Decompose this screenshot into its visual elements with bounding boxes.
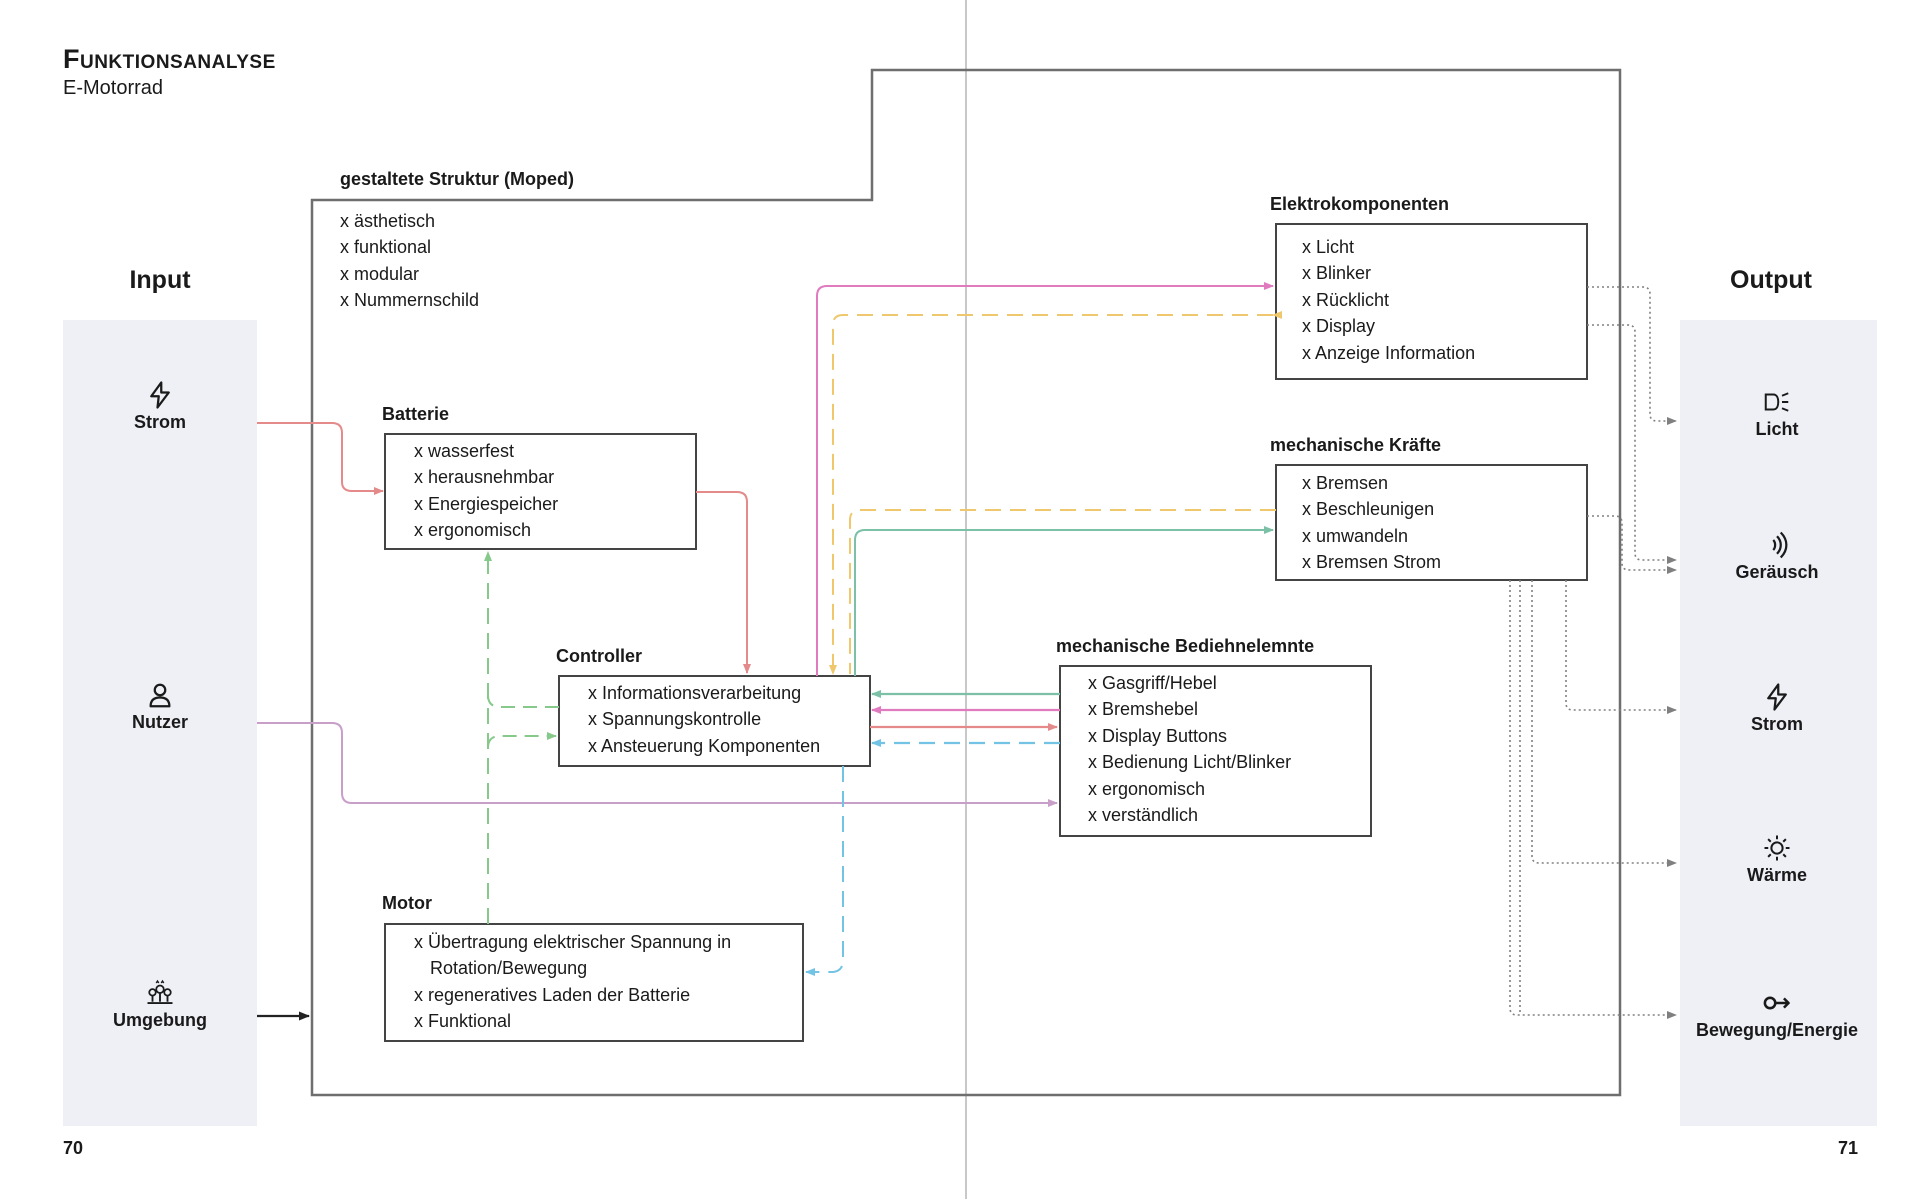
output-panel (1680, 320, 1877, 1126)
output-title: Output (1730, 266, 1812, 294)
flow-batterie-to-controller (696, 491, 751, 674)
output-node-label: Geräusch (1735, 562, 1819, 582)
structure-frame (310, 68, 1622, 1097)
sound-icon (1772, 531, 1788, 559)
input-node-strom: Strom (63, 380, 257, 433)
output-node-licht: Licht (1680, 387, 1874, 440)
kraefte-label: mechanische Kräfte (1270, 435, 1442, 455)
list-item: x Gasgriff/Hebel (1088, 673, 1217, 693)
elektro-box (1275, 223, 1588, 380)
list-item: x funktional (340, 237, 432, 258)
list-item: x Bremsen Strom (1302, 552, 1442, 573)
output-node-label: Bewegung/Energie (1695, 1020, 1859, 1040)
input-node-label: Umgebung (113, 1010, 207, 1030)
input-node-nutzer: Nutzer (63, 680, 257, 733)
page-number-right: 71 (1838, 1138, 1859, 1158)
list-item: x Licht (1302, 237, 1355, 257)
list-item: x Bedienung Licht/Blinker (1088, 752, 1292, 773)
list-item: x ergonomisch (1088, 778, 1206, 799)
lightning-icon (1767, 683, 1787, 711)
output-node-bewegung: Bewegung/Energie (1680, 988, 1874, 1041)
page-title: Funktionsanalyse (63, 44, 276, 74)
controller-box (558, 675, 871, 767)
structure-label: gestaltete Struktur (Moped) (340, 169, 575, 189)
structure-list: x ästhetisch x funktional x modular x Nu… (340, 208, 479, 314)
environment-icon (147, 979, 173, 1004)
flow-kraefte-to-waerme (1531, 580, 1677, 867)
list-item: x Bremshebel (1088, 699, 1199, 720)
list-item: x herausnehmbar (414, 467, 555, 488)
flow-elektro-to-controller (829, 311, 1282, 675)
list-item: x Ansteuerung Komponenten (588, 735, 821, 756)
flow-elektro-to-licht (1587, 286, 1677, 425)
input-title: Input (129, 266, 191, 294)
output-node-label: Strom (1750, 714, 1803, 734)
output-node-label: Wärme (1746, 865, 1808, 885)
list-item: x Display (1302, 316, 1376, 337)
batterie-label: Batterie (382, 404, 450, 424)
list-item: x regeneratives Laden der Batterie (414, 984, 691, 1005)
output-node-label: Licht (1755, 419, 1799, 439)
flow-motor-to-controller (487, 732, 557, 749)
list-item: x Energiespeicher (414, 493, 559, 514)
list-item: x Informationsverarbeitung (588, 683, 802, 703)
controller-list: x Informationsverarbeitung x Spannungsko… (588, 680, 820, 759)
flow-kraefte-to-geraeusch (1587, 515, 1677, 574)
list-item: x Spannungskontrolle (588, 709, 762, 730)
list-item: x modular (340, 263, 420, 284)
output-node-strom: Strom (1680, 682, 1874, 735)
output-node-geraeusch: Geräusch (1680, 530, 1874, 583)
output-node-waerme: Wärme (1680, 833, 1874, 886)
list-item: x Display Buttons (1088, 725, 1228, 746)
elektro-label: Elektrokomponenten (1270, 194, 1450, 214)
lightning-icon (150, 381, 170, 409)
bedien-label: mechanische Bediehnelemnte (1056, 636, 1315, 656)
input-node-umgebung: Umgebung (63, 978, 257, 1031)
bedien-list: x Gasgriff/Hebel x Bremshebel x Display … (1088, 670, 1291, 828)
flow-controller-to-motor (805, 766, 844, 976)
flow-kraefte-to-controller (849, 509, 1276, 674)
flow-controller-to-kraefte (854, 526, 1274, 676)
list-item: x Rücklicht (1302, 289, 1390, 310)
controller-label: Controller (556, 646, 643, 666)
input-node-label: Nutzer (131, 712, 188, 732)
sun-icon (1764, 835, 1790, 861)
motor-box (384, 923, 804, 1042)
user-icon (149, 683, 171, 708)
flow-controller-to-elektro (816, 282, 1274, 676)
flow-controller-to-batterie (487, 694, 559, 708)
flow-elektro-to-geraeusch (1587, 324, 1677, 564)
flow-strom-to-batterie (257, 422, 384, 495)
key-icon (1763, 996, 1790, 1010)
motor-label: Motor (382, 893, 432, 913)
batterie-box (384, 433, 697, 550)
list-item: x ergonomisch (414, 520, 532, 541)
list-item: x Nummernschild (340, 290, 480, 311)
elektro-list: x Licht x Blinker x Rücklicht x Display … (1302, 234, 1475, 366)
list-item: x verständlich (1088, 805, 1199, 826)
list-item: x wasserfest (414, 441, 515, 461)
page-number-left: 70 (63, 1138, 84, 1158)
list-item: x Anzeige Information (1302, 342, 1476, 363)
motor-list: x Übertragung elektrischer Spannung in R… (414, 929, 731, 1035)
list-item: x umwandeln (1302, 525, 1409, 546)
input-node-label: Strom (133, 412, 186, 432)
list-item: x Blinker (1302, 263, 1372, 284)
list-item: x ästhetisch (340, 211, 436, 231)
page-subtitle: E-Motorrad (63, 77, 164, 99)
list-item: x Funktional (414, 1011, 512, 1032)
flow-nutzer-to-bedien (257, 722, 1058, 807)
list-item: Rotation/Bewegung (430, 958, 588, 979)
list-item: x Beschleunigen (1302, 499, 1435, 520)
list-item: x Bremsen (1302, 473, 1389, 493)
flow-kraefte-to-bewegung (1509, 580, 1677, 1019)
kraefte-list: x Bremsen x Beschleunigen x umwandeln x … (1302, 470, 1441, 576)
list-item: x Übertragung elektrischer Spannung in (414, 932, 732, 952)
headlight-icon (1764, 392, 1789, 412)
batterie-list: x wasserfest x herausnehmbar x Energiesp… (414, 438, 558, 544)
kraefte-box (1275, 464, 1588, 581)
input-panel (63, 320, 257, 1126)
